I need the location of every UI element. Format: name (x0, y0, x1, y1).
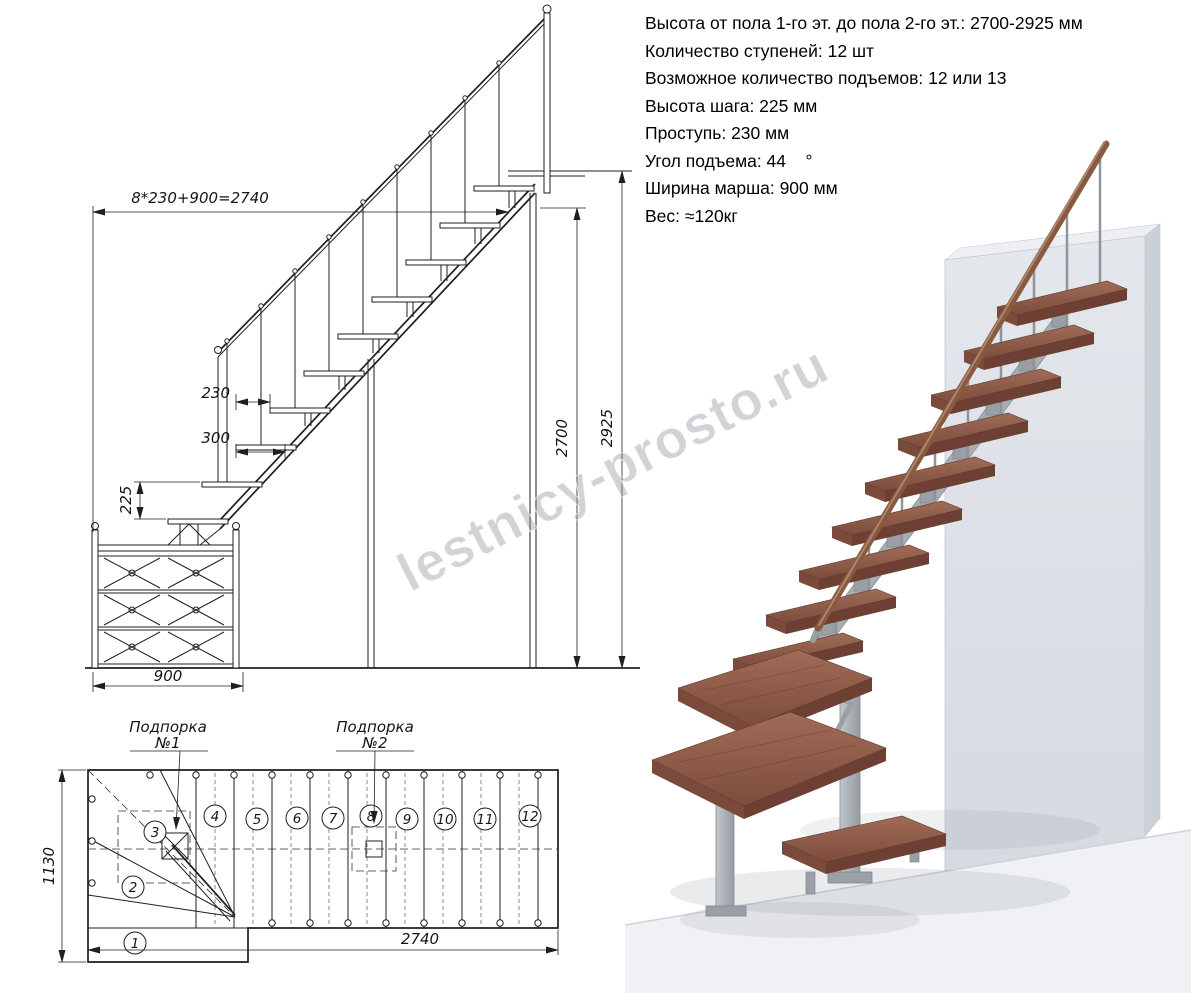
step-number: 9 (403, 812, 412, 828)
dim-plan-width: 1130 (40, 847, 58, 885)
treads (167, 185, 535, 525)
plan-outline (87, 769, 559, 963)
stair-3d-render (624, 140, 1191, 993)
tread-7 (831, 500, 963, 546)
spec-line-march-width: Ширина марша: 900 мм (645, 178, 838, 198)
step-number: 5 (253, 812, 262, 828)
step-number: 11 (476, 812, 493, 828)
support1-name: Подпорка (129, 718, 207, 736)
dim-plan-length: 2740 (401, 930, 439, 948)
support2-number: №2 (361, 734, 387, 752)
spec-line-weight: Вес: ≈120кг (645, 205, 738, 226)
stair-railing (214, 4, 552, 482)
spec-line-tread: Проступь: 230 мм (645, 123, 790, 143)
dim-flight-height: 2700 (553, 419, 571, 457)
spec-line-rise-count: Возможное количество подъемов: 12 или 13 (645, 68, 1007, 88)
stringer-beam (199, 183, 536, 546)
specs-panel: Высота от пола 1-го эт. до пола 2-го эт.… (645, 10, 1190, 230)
plan-support-1 (117, 810, 191, 884)
support-label-2: Подпорка №2 (336, 718, 414, 824)
step-number: 10 (436, 812, 453, 828)
dim-tread-depth: 300 (201, 429, 230, 447)
plan-baluster-dots (88, 771, 542, 927)
support2-name: Подпорка (336, 718, 414, 736)
support-column-front (705, 789, 747, 917)
handrail (810, 140, 1110, 643)
tread-8 (864, 456, 996, 502)
winder-step-2 (651, 711, 887, 819)
spec-line-angle: Угол подъема: 44 ° (645, 150, 813, 171)
dim-total-run: 8*230+900=2740 (131, 189, 269, 207)
winder-bracket (167, 523, 211, 546)
dim-total-height: 2925 (598, 409, 616, 447)
entry-balustrade (91, 522, 240, 669)
plan-step-numbers: 1 2 3 4 5 6 7 8 9 10 11 12 (121, 804, 542, 955)
step-number: 1 (131, 936, 140, 952)
dim-march-width: 900 (154, 667, 183, 685)
support-label-1: Подпорка №1 (129, 718, 208, 830)
elevation-drawing: 8*230+900=2740 230 300 225 2700 2925 (85, 4, 640, 692)
entry-step-1 (781, 815, 947, 895)
plan-drawing: 1 2 3 4 5 6 7 8 9 10 11 12 Подпорка №1 П… (40, 718, 559, 963)
spec-line-step-height: Высота шага: 225 мм (645, 95, 818, 116)
elevation-dimensions: 8*230+900=2740 230 300 225 2700 2925 (92, 170, 626, 692)
dim-riser-height: 225 (117, 486, 135, 515)
step-number: 6 (293, 811, 302, 827)
support-posts (367, 193, 537, 668)
step-number: 7 (329, 811, 338, 827)
support1-number: №1 (154, 734, 180, 752)
spec-line-step-count: Количество ступеней: 12 шт (645, 40, 875, 61)
second-floor-line (508, 170, 632, 177)
spec-line-height-range: Высота от пола 1-го эт. до пола 2-го эт.… (645, 13, 1083, 33)
step-number: 3 (151, 825, 160, 841)
step-number: 4 (211, 809, 220, 825)
step-number: 12 (521, 809, 538, 825)
plan-support-2 (351, 826, 397, 872)
flight-treads (732, 280, 1128, 678)
dim-tread-run: 230 (201, 384, 230, 402)
plan-dimensions: 1130 2740 (40, 769, 559, 963)
step-number: 2 (129, 880, 138, 896)
